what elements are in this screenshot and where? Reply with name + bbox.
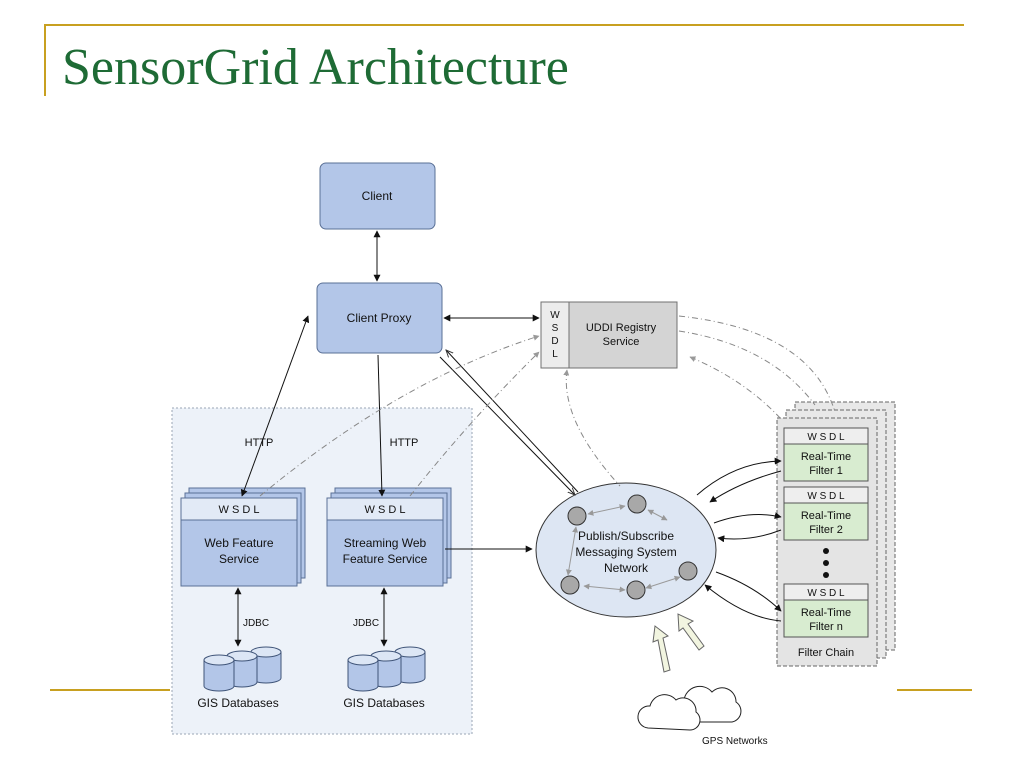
filter1-wsdl-label: W S D L: [807, 432, 845, 443]
http-label-right: HTTP: [390, 437, 419, 449]
pubsub-label-line2: Messaging System: [575, 545, 676, 559]
swfs-wsdl-header: [326, 497, 444, 521]
client-proxy-box: [316, 282, 443, 354]
uddi-label-line1: UDDI Registry: [586, 322, 657, 334]
swfs-wsdl-label: W S D L: [365, 504, 406, 516]
client-box: [319, 162, 436, 230]
uddi-wsdl-strip: [540, 301, 570, 369]
swfs-label-line1: Streaming Web: [344, 536, 427, 550]
filter-chain-label: Filter Chain: [798, 647, 854, 659]
swfs-label-line2: Feature Service: [343, 552, 428, 566]
gis-database-icon-right: [347, 646, 426, 692]
wfs-label-line2: Service: [219, 552, 259, 566]
wfs-wsdl-header: [180, 497, 298, 521]
client-label: Client: [362, 189, 393, 203]
filter-ellipsis-dots: [823, 548, 829, 578]
pubsub-node-links: [565, 504, 681, 593]
title-rule-left: [44, 24, 46, 96]
uddi-wsdl-s: S: [552, 323, 559, 334]
gis-right-label: GIS Databases: [343, 696, 424, 710]
uddi-wsdl-l: L: [552, 349, 558, 360]
filter1-box: [783, 443, 869, 482]
wfs-wsdl-label: W S D L: [219, 504, 260, 516]
filter1-label-line1: Real-Time: [801, 451, 851, 463]
client-proxy-label: Client Proxy: [347, 311, 412, 325]
gps-upload-arrows: [652, 613, 705, 673]
wfs-label-line1: Web Feature: [204, 536, 273, 550]
filter1-label-line2: Filter 1: [809, 465, 843, 477]
title-rule-top: [44, 24, 964, 26]
pubsub-nodes: [560, 494, 698, 600]
jdbc-label-right: JDBC: [353, 618, 379, 629]
pubsub-label-line3: Network: [604, 561, 649, 575]
gps-cloud-icon: [637, 685, 742, 731]
gis-left-label: GIS Databases: [197, 696, 278, 710]
gis-database-icon-left: [203, 646, 282, 692]
uddi-wsdl-d: D: [551, 336, 558, 347]
filtern-label-line2: Filter n: [809, 621, 843, 633]
filtern-wsdl-label: W S D L: [807, 588, 845, 599]
filtern-box: [783, 599, 869, 638]
gps-label: GPS Networks: [702, 736, 768, 747]
slide-title: SensorGrid Architecture: [62, 39, 569, 96]
jdbc-label-left: JDBC: [243, 618, 269, 629]
filtern-label-line1: Real-Time: [801, 607, 851, 619]
http-label-left: HTTP: [245, 437, 274, 449]
filter2-box: [783, 502, 869, 541]
filter2-label-line2: Filter 2: [809, 524, 843, 536]
connectors-dashdot: [259, 315, 836, 497]
filter2-wsdl-label: W S D L: [807, 491, 845, 502]
uddi-wsdl-w: W: [550, 310, 560, 321]
uddi-label-line2: Service: [603, 336, 640, 348]
pubsub-label-line1: Publish/Subscribe: [578, 529, 674, 543]
filter2-label-line1: Real-Time: [801, 510, 851, 522]
connectors-solid: [234, 230, 782, 647]
